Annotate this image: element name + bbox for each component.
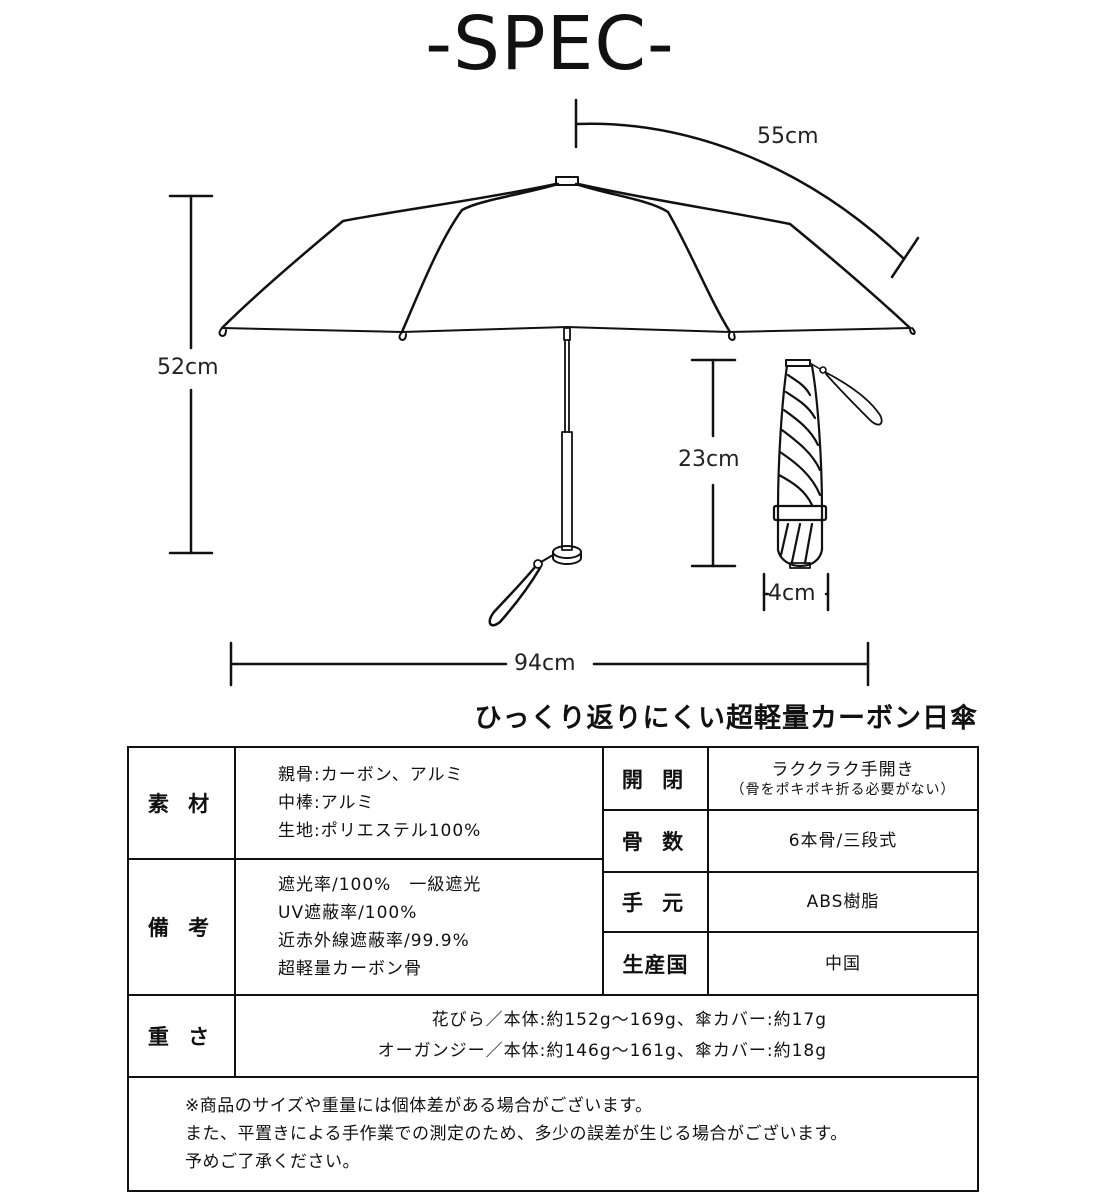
material-label: 素 材 bbox=[147, 792, 216, 816]
opening-value: ラククラク手開き bbox=[771, 759, 915, 780]
remarks-label-cell: 備 考 bbox=[129, 858, 234, 994]
folded-length-label: 23cm bbox=[678, 447, 740, 472]
origin-label: 生産国 bbox=[622, 952, 689, 977]
remarks-line: 超軽量カーボン骨 bbox=[278, 959, 422, 979]
ribs-label: 骨 数 bbox=[621, 830, 690, 854]
height-dimension bbox=[168, 194, 214, 555]
folded-width-label: 4cm bbox=[768, 581, 816, 606]
note-line: また、平置きによる手作業での測定のため、多少の誤差が生じる場合がございます。 bbox=[185, 1124, 848, 1144]
page-title: -SPEC- bbox=[425, 1, 675, 87]
opening-label: 開 閉 bbox=[621, 767, 690, 792]
width-label: 94cm bbox=[514, 651, 576, 676]
weight-label-cell: 重 さ bbox=[129, 994, 234, 1076]
ribs-label-cell: 骨 数 bbox=[602, 809, 707, 871]
height-label: 52cm bbox=[157, 355, 219, 380]
remarks-line: 近赤外線遮蔽率/99.9% bbox=[278, 931, 470, 951]
product-name: ひっくり返りにくい超軽量カーボン日傘 bbox=[474, 703, 978, 734]
handle-label-cell: 手 元 bbox=[602, 871, 707, 931]
remarks-value-cell: 遮光率/100% 一級遮光 UV遮蔽率/100% 近赤外線遮蔽率/99.9% 超… bbox=[234, 858, 602, 994]
rib-length-dimension bbox=[574, 98, 920, 279]
material-line: 中棒:アルミ bbox=[278, 793, 375, 813]
note-line: 予めご了承ください。 bbox=[185, 1152, 360, 1172]
origin-value-cell: 中国 bbox=[707, 931, 977, 994]
origin-label-cell: 生産国 bbox=[602, 931, 707, 994]
open-umbrella-illustration bbox=[218, 176, 916, 627]
folded-width-dimension bbox=[762, 572, 830, 612]
weight-line: オーガンジー／本体:約146g～161g、傘カバー:約18g bbox=[377, 1041, 827, 1061]
remarks-line: UV遮蔽率/100% bbox=[278, 903, 418, 923]
weight-label: 重 さ bbox=[147, 1025, 216, 1049]
ribs-value: 6本骨/三段式 bbox=[788, 831, 898, 851]
notes-cell: ※商品のサイズや重量には個体差がある場合がございます。 また、平置きによる手作業… bbox=[129, 1076, 977, 1190]
spec-table: 素 材 親骨:カーボン、アルミ 中棒:アルミ 生地:ポリエステル100% 備 考… bbox=[127, 746, 979, 1192]
material-line: 親骨:カーボン、アルミ bbox=[278, 765, 464, 785]
remarks-line: 遮光率/100% 一級遮光 bbox=[278, 875, 482, 895]
handle-value-cell: ABS樹脂 bbox=[707, 871, 977, 931]
umbrella-diagram bbox=[168, 98, 920, 687]
origin-value: 中国 bbox=[825, 953, 861, 974]
opening-label-cell: 開 閉 bbox=[602, 748, 707, 809]
handle-label: 手 元 bbox=[621, 891, 690, 915]
handle-value: ABS樹脂 bbox=[806, 892, 880, 912]
weight-line: 花びら／本体:約152g～169g、傘カバー:約17g bbox=[431, 1010, 827, 1030]
ribs-value-cell: 6本骨/三段式 bbox=[707, 809, 977, 871]
folded-umbrella-illustration bbox=[772, 359, 883, 569]
opening-value-cell: ラククラク手開き （骨をポキポキ折る必要がない） bbox=[707, 748, 977, 809]
folded-length-dimension bbox=[690, 358, 737, 568]
remarks-label: 備 考 bbox=[147, 916, 216, 940]
note-line: ※商品のサイズや重量には個体差がある場合がございます。 bbox=[185, 1096, 653, 1116]
material-line: 生地:ポリエステル100% bbox=[278, 821, 482, 841]
opening-note: （骨をポキポキ折る必要がない） bbox=[730, 781, 956, 798]
weight-value-cell: 花びら／本体:約152g～169g、傘カバー:約17g オーガンジー／本体:約1… bbox=[234, 994, 977, 1076]
material-value-cell: 親骨:カーボン、アルミ 中棒:アルミ 生地:ポリエステル100% bbox=[234, 748, 602, 858]
width-dimension bbox=[229, 641, 870, 687]
rib-length-label: 55cm bbox=[757, 124, 819, 149]
material-label-cell: 素 材 bbox=[129, 748, 234, 858]
